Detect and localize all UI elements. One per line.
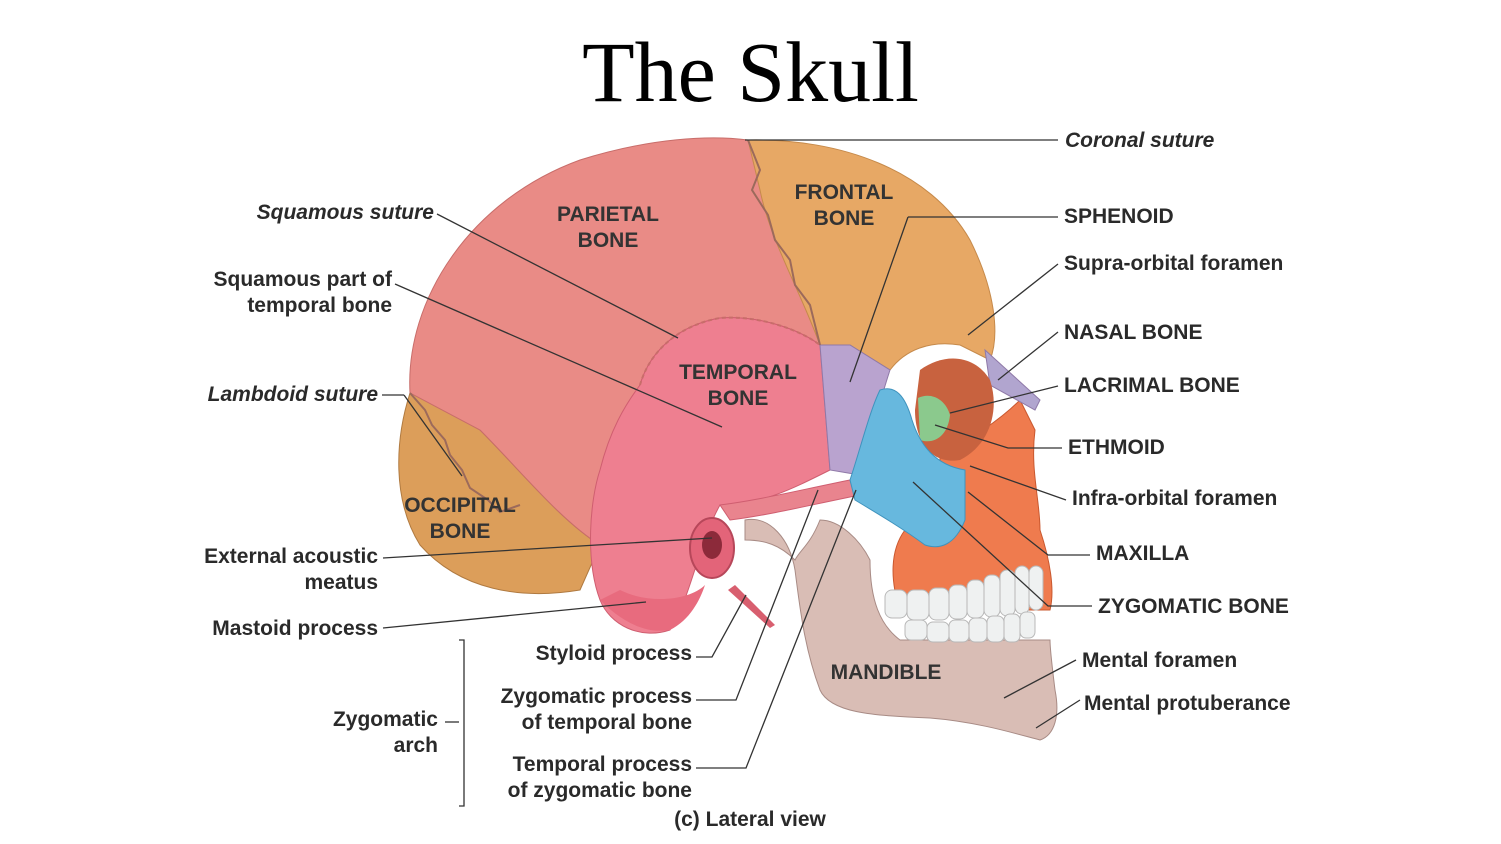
squamous-part-label: Squamous part of temporal bone — [213, 268, 392, 317]
maxilla-label: MAXILLA — [1096, 542, 1190, 565]
ethmoid-shape — [918, 395, 950, 442]
parietal-bone-label: PARIETAL BONE — [557, 203, 659, 252]
mental-foramen-label: Mental foramen — [1082, 649, 1238, 672]
squamous-suture-label: Squamous suture — [256, 201, 434, 224]
styloid-shape — [728, 585, 775, 628]
mandible-label: MANDIBLE — [830, 661, 942, 684]
sphenoid-label: SPHENOID — [1064, 205, 1174, 228]
styloid-process-label: Styloid process — [535, 642, 692, 665]
temporal-process-label: Temporal process of zygomatic bone — [507, 753, 692, 802]
mastoid-shape — [600, 585, 705, 631]
lambdoid-suture-label: Lambdoid suture — [207, 383, 378, 406]
lacrimal-bone-label: LACRIMAL BONE — [1064, 374, 1240, 397]
zygomatic-bone-shape — [849, 388, 966, 548]
teeth — [884, 565, 1044, 643]
supra-orbital-foramen-label: Supra-orbital foramen — [1064, 252, 1284, 275]
frontal-bone-label: FRONTAL BONE — [794, 181, 894, 230]
external-acoustic-meatus-label: External acoustic meatus — [204, 545, 378, 594]
infra-orbital-foramen-label: Infra-orbital foramen — [1072, 487, 1278, 510]
nasal-bone-label: NASAL BONE — [1064, 321, 1203, 344]
occipital-bone-label: OCCIPITAL BONE — [404, 494, 516, 543]
temporal-bone-label: TEMPORAL BONE — [679, 361, 797, 410]
zygomatic-arch-label: Zygomatic arch — [332, 708, 438, 757]
coronal-suture-label: Coronal suture — [1065, 129, 1215, 152]
mastoid-process-label: Mastoid process — [212, 617, 378, 640]
nasal-bone-shape — [984, 348, 1041, 411]
mental-protuberance-label: Mental protuberance — [1084, 692, 1291, 715]
maxilla-shape — [892, 399, 1053, 611]
zygomatic-bone-label: ZYGOMATIC BONE — [1098, 595, 1289, 618]
coronal-suture-line — [747, 139, 821, 346]
lambdoid-suture-line — [409, 392, 521, 514]
zygomatic-process-label: Zygomatic process of temporal bone — [500, 685, 692, 734]
figure-caption: (c) Lateral view — [674, 808, 826, 831]
ethmoid-label: ETHMOID — [1068, 436, 1165, 459]
slide-title: The Skull — [582, 24, 919, 120]
